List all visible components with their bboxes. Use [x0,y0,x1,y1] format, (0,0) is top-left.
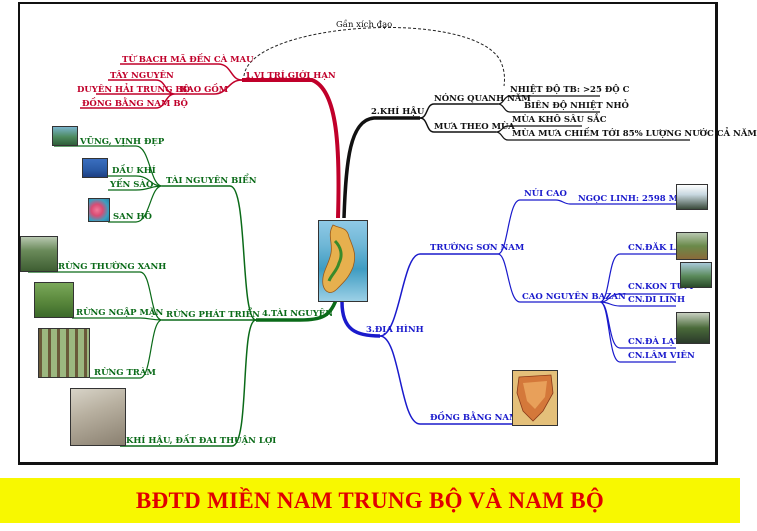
bay-photo [52,126,78,146]
evergreen-forest-photo [20,236,58,272]
melaleuca-forest-photo [38,328,90,378]
daklak-photo [676,232,708,260]
location-item-duyenhai: DUYÊN HẢI TRUNG BỘ [77,85,190,95]
season-to-items [495,125,690,141]
baogom-label: BAO GỒM [180,85,229,95]
sea-item-nest: YẾN SÀO [110,180,154,190]
delta-map-image [512,370,558,426]
forest-item-evergreen: RỪNG THƯỜNG XANH [58,262,167,272]
sea-item-bay: VŨNG, VỊNH ĐẸP [80,137,165,147]
mangrove-photo [34,282,74,318]
location-to-bachma [120,63,243,81]
climate-to-season [419,117,496,133]
forest-label: RỪNG PHÁT TRIỂN [166,310,260,320]
resources-label: 4.TÀI NGUYÊN [262,309,334,319]
truongson-label: TRƯỜNG SƠN NAM [430,243,525,253]
dalat-photo [676,312,710,344]
forest-item-melaleuca: RỪNG TRÀM [94,368,156,378]
forest-item-mangrove: RỪNG NGẬP MẶN [76,308,164,318]
equator-note: Gần xích đạo [336,20,393,30]
resources-to-sea [162,185,257,321]
hot-item-amplitude: BIÊN ĐỘ NHIỆT NHỎ [524,101,629,111]
climateland-label: KHÍ HẬU, ĐẤT ĐAI THUẬN LỢI [126,436,277,446]
location-main-branch [242,78,341,219]
farmland-photo [70,388,126,446]
delta-label: ĐỒNG BẰNG NAM BỘ [430,413,536,423]
truongson-to-plateau [497,253,600,303]
oil-rig-photo [82,158,108,178]
mountain-label: NÚI CAO [524,189,567,199]
hot-to-items [497,95,600,113]
terrain-label: 3.ĐỊA HÌNH [366,325,424,335]
plateau-item-lamvien: CN.LÂM VIÊN [628,351,695,361]
climate-main-branch [342,116,420,219]
baogom-to-items [80,79,176,109]
location-label: 1.VỊ TRÍ,GIỚI HẠN [245,71,336,81]
coral-photo [88,198,110,222]
plateau-item-kontum: CN.KON TUM [628,282,694,292]
ngoclinh-label: NGỌC LINH: 2598 M [578,194,679,204]
season-item-rain: MÙA MƯA CHIẾM TỚI 85% LƯỢNG NƯỚC CẢ NĂM [512,129,757,139]
hot-item-temp: NHIỆT ĐỘ TB: >25 ĐỘ C [510,85,630,95]
sea-label: TÀI NGUYÊN BIỂN [166,176,257,186]
sea-to-items [54,145,163,223]
plateau-item-dalat: CN.ĐÀ LẠT [628,337,681,347]
page-title: BĐTD MIỀN NAM TRUNG BỘ VÀ NAM BỘ [135,487,605,513]
connector-lines [28,26,690,447]
location-item-bachma: TỪ BẠCH MÃ ĐẾN CÀ MAU [122,55,254,65]
mindmap-canvas: 1.VỊ TRÍ,GIỚI HẠN BAO GỒM TỪ BẠCH MÃ ĐẾN… [18,2,757,465]
location-item-taynguyen: TÂY NGUYÊN [110,71,174,81]
climate-to-hot [419,103,498,119]
map-shape-icon [322,224,356,293]
climate-label: 2.KHÍ HẬU [371,107,425,117]
resources-to-climateland [120,319,257,447]
plateau-item-daklak: CN.ĐĂK LĂK [628,243,690,253]
location-to-baogom [175,79,243,95]
truongson-to-mountain [497,199,556,255]
plateau-item-dilinh: CN.DI LINH [628,295,686,305]
season-label: MƯA THEO MÙA [434,122,515,132]
resources-main-branch [256,299,338,322]
terrain-to-delta [379,335,514,425]
location-item-dongbang: ĐỒNG BẰNG NAM BỘ [82,99,188,109]
sea-item-oil: DẦU KHÍ [112,166,156,176]
terrain-main-branch [340,301,381,338]
hot-label: NÓNG QUANH NĂM [434,94,531,104]
sea-item-coral: SAN HÔ [113,212,152,222]
season-item-dry: MÙA KHÔ SÂU SẮC [512,115,607,125]
kontum-photo [680,262,712,288]
forest-to-items [28,271,163,379]
mindmap-frame [18,2,718,465]
delta-map-icon [516,374,554,422]
mountain-to-ngoclinh [555,199,676,205]
plateau-to-items [599,253,676,363]
title-banner: BĐTD MIỀN NAM TRUNG BỘ VÀ NAM BỘ [0,478,740,523]
plateau-label: CAO NGUYÊN BAZAN [522,292,626,302]
central-map-image [318,220,368,302]
ngoclinh-photo [676,184,708,210]
terrain-to-truongson [379,253,498,337]
